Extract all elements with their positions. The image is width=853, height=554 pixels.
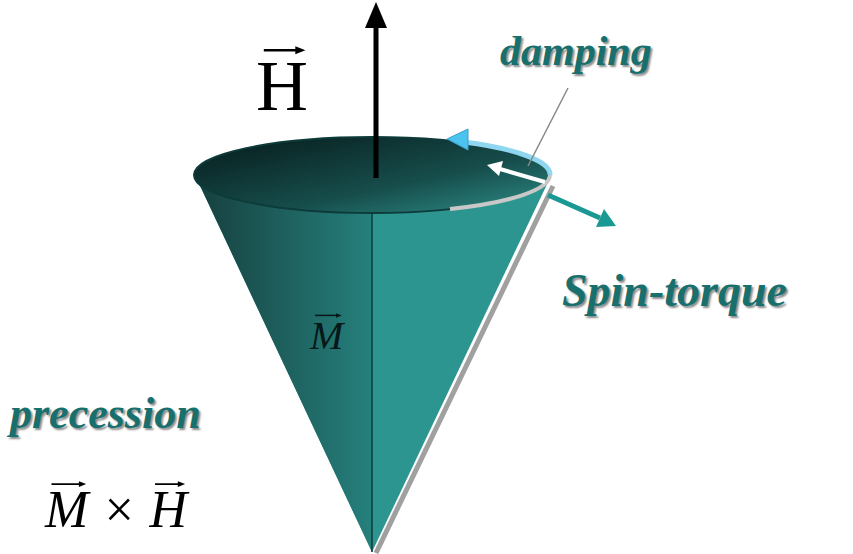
magnetization-symbol: M	[310, 316, 343, 356]
spin-torque-arrow	[548, 195, 600, 218]
cone-top	[194, 137, 550, 213]
damping-arrowhead	[487, 161, 503, 176]
cone-shade	[195, 175, 372, 552]
field-arrowhead	[365, 2, 387, 28]
leader-line	[528, 88, 568, 166]
spin-torque-label: Spin-torque	[562, 268, 787, 314]
precession-label: precession	[10, 392, 201, 436]
cone-body	[195, 175, 550, 552]
damping-arrow	[500, 169, 545, 182]
cross-product-formula: M × H	[45, 484, 187, 536]
damping-label: damping	[500, 30, 652, 72]
cone-axis-line	[371, 213, 373, 552]
field-arrow	[374, 24, 379, 178]
precession-arrowhead	[447, 129, 468, 150]
field-symbol: H	[256, 50, 308, 122]
spin-torque-arrowhead	[596, 209, 616, 227]
